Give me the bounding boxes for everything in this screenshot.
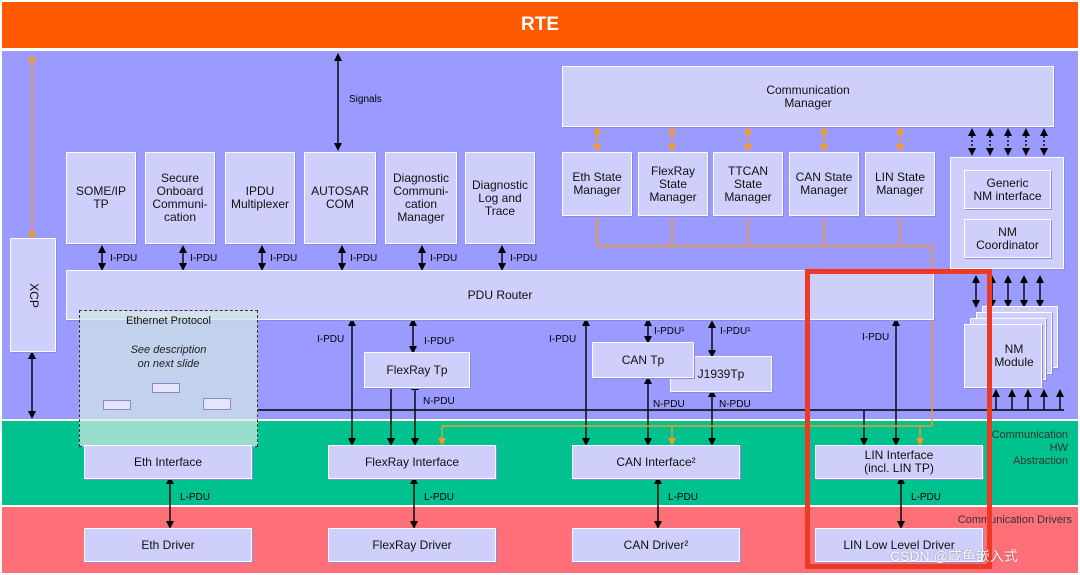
secoc-module: Secure Onboard Communi- cation (145, 152, 215, 244)
lin-interface: LIN Interface (incl. LIN TP) (815, 445, 983, 479)
nm-module: NM Module (964, 324, 1042, 388)
eth-state-manager: Eth State Manager (562, 152, 632, 216)
ethernet-protocol-desc: See description on next slide (130, 344, 207, 370)
ipdu-label: I-PDU (510, 253, 538, 264)
ethernet-sub-block (203, 398, 231, 410)
npdu-label: N-PDU (653, 399, 685, 410)
rte-layer (2, 2, 1078, 48)
flexray-interface: FlexRay Interface (328, 445, 496, 479)
lin-stack-highlight (805, 269, 992, 569)
ethernet-protocol-title: Ethernet Protocol (126, 315, 211, 327)
xcp-module: XCP (10, 238, 56, 352)
npdu-label: N-PDU (719, 399, 751, 410)
ipdu-label: I-PDU (350, 253, 378, 264)
lin-driver: LIN Low Level Driver (815, 528, 983, 562)
xcp-label: XCP (26, 282, 41, 308)
autosar-com-module: AUTOSAR COM (304, 152, 376, 244)
communication-manager: Communication Manager (562, 66, 1054, 127)
ttcan-state-manager: TTCAN State Manager (713, 152, 783, 216)
ipdu-label: I-PDU (110, 253, 138, 264)
can-driver: CAN Driver² (572, 528, 740, 562)
can-state-manager: CAN State Manager (789, 152, 859, 216)
generic-nm-interface: Generic NM interface (964, 170, 1051, 209)
eth-interface: Eth Interface (84, 445, 252, 479)
ethernet-sub-block (152, 383, 180, 393)
eth-driver: Eth Driver (84, 528, 252, 562)
ipdu1-label: I-PDU¹ (720, 326, 751, 337)
ipdu-label: I-PDU (190, 253, 218, 264)
drivers-layer-label: Communication Drivers (957, 514, 1072, 526)
can-tp: CAN Tp (592, 342, 694, 378)
ipdu1-label: I-PDU¹ (654, 326, 685, 337)
lpdu-label: L-PDU (911, 492, 942, 503)
nm-coordinator: NM Coordinator (964, 219, 1051, 258)
hw-abstraction-label: Communication HW Abstraction (991, 429, 1068, 467)
flexray-driver: FlexRay Driver (328, 528, 496, 562)
ipdu-label: I-PDU (317, 334, 345, 345)
dlt-module: Diagnostic Log and Trace (465, 152, 535, 244)
lpdu-label: L-PDU (180, 492, 211, 503)
flexray-state-manager: FlexRay State Manager (638, 152, 708, 216)
ipdu-label: I-PDU (270, 253, 298, 264)
someip-tp-module: SOME/IP TP (66, 152, 136, 244)
ipdu-label: I-PDU (862, 332, 890, 343)
lpdu-label: L-PDU (668, 492, 699, 503)
flexray-tp: FlexRay Tp (364, 352, 470, 388)
ethernet-protocol-overlay (79, 310, 258, 447)
can-interface: CAN Interface² (572, 445, 740, 479)
ipdu-label: I-PDU (430, 253, 458, 264)
rte-label: RTE (521, 14, 559, 35)
ipdu-label: I-PDU (549, 334, 577, 345)
npdu-label: N-PDU (423, 396, 455, 407)
lin-state-manager: LIN State Manager (865, 152, 935, 216)
watermark: CSDN @咸鱼嵌入式 (890, 548, 1018, 564)
signals-label: Signals (349, 94, 382, 105)
ethernet-sub-block (103, 400, 131, 410)
lpdu-label: L-PDU (424, 492, 455, 503)
ipdu-multiplexer-module: IPDU Multiplexer (225, 152, 295, 244)
dcm-module: Diagnostic Communi- cation Manager (385, 152, 457, 244)
ipdu1-label: I-PDU¹ (424, 336, 455, 347)
